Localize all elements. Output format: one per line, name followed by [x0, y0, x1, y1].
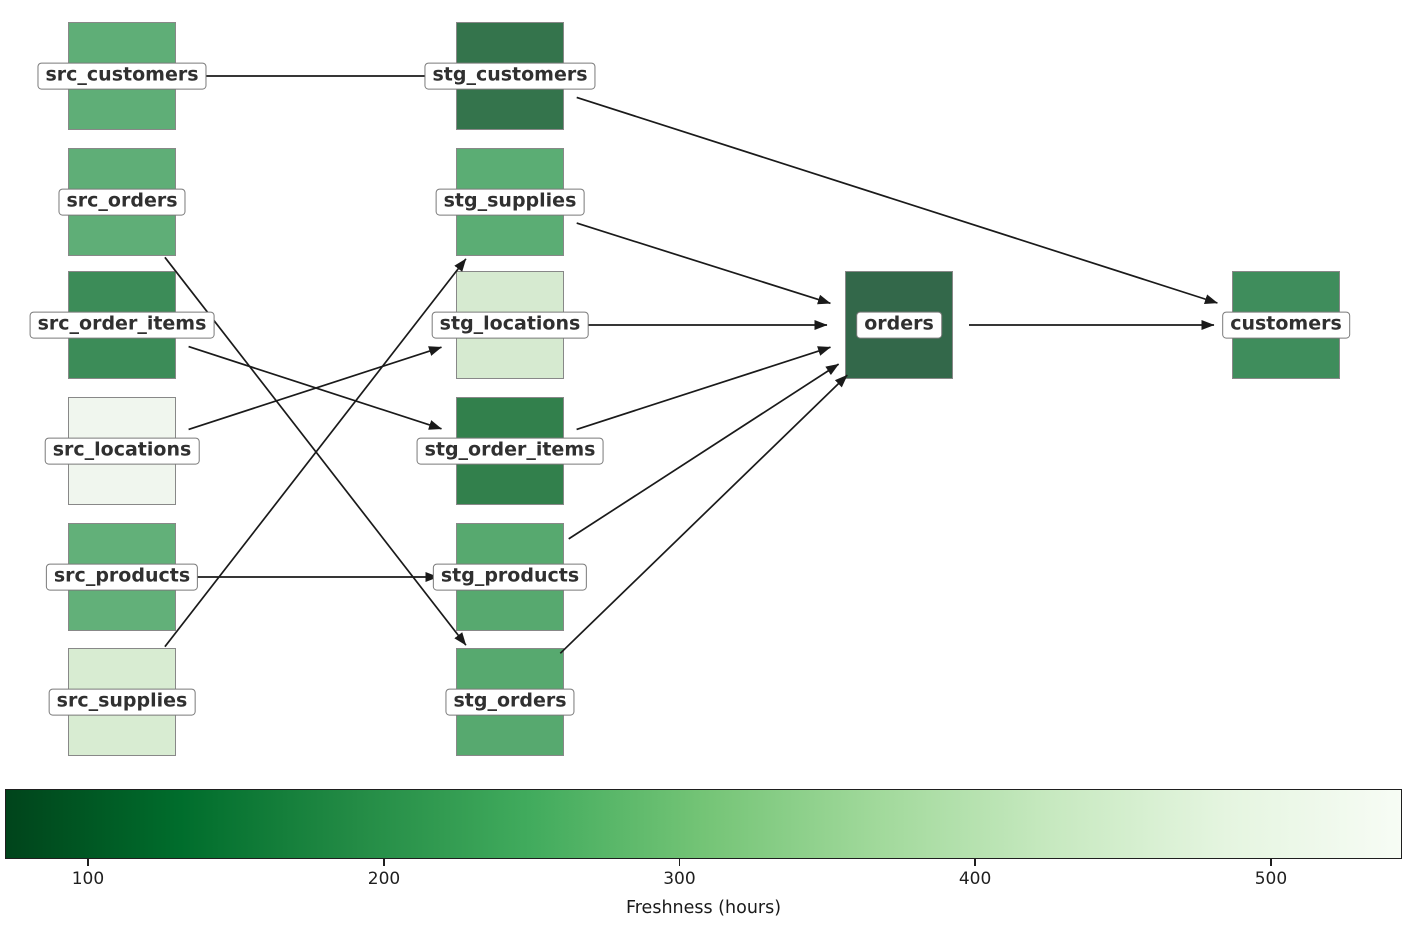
node-label-stg_supplies: stg_supplies [435, 188, 585, 216]
colorbar-tick-label-300: 300 [663, 869, 696, 889]
edge-src_supplies-to-stg_supplies [164, 258, 467, 648]
edge-stg_order_items-to-orders [576, 346, 831, 431]
node-label-stg_orders: stg_orders [445, 688, 575, 716]
node-label-src_supplies: src_supplies [48, 688, 196, 716]
node-label-customers: customers [1222, 311, 1350, 339]
node-label-stg_order_items: stg_order_items [416, 437, 604, 465]
node-label-orders: orders [856, 311, 942, 339]
colorbar-tick-300 [678, 859, 681, 866]
colorbar-tick-200 [383, 859, 385, 866]
colorbar-tick-100 [87, 859, 89, 866]
node-label-src_order_items: src_order_items [29, 311, 215, 339]
edge-stg_customers-to-customers [576, 96, 1218, 304]
node-label-src_orders: src_orders [58, 188, 186, 216]
edge-stg_products-to-orders [568, 363, 840, 540]
edge-src_locations-to-stg_locations [188, 346, 442, 431]
colorbar-gradient [5, 789, 1402, 859]
edge-stg_orders-to-orders [559, 374, 848, 654]
colorbar-axis-label: Freshness (hours) [625, 898, 782, 918]
node-label-stg_customers: stg_customers [424, 62, 596, 90]
node-label-stg_products: stg_products [432, 563, 588, 591]
node-label-stg_locations: stg_locations [431, 311, 589, 339]
node-label-src_locations: src_locations [44, 437, 200, 465]
colorbar-tick-label-100: 100 [71, 869, 105, 889]
node-label-src_customers: src_customers [37, 62, 207, 90]
colorbar-tick-label-500: 500 [1254, 869, 1288, 889]
edge-stg_supplies-to-orders [576, 222, 831, 305]
node-label-src_products: src_products [45, 563, 199, 591]
colorbar-tick-500 [1270, 859, 1272, 866]
edge-src_orders-to-stg_orders [164, 256, 467, 646]
colorbar-tick-label-200: 200 [367, 869, 401, 889]
colorbar-tick-400 [974, 859, 976, 866]
colorbar-tick-label-400: 400 [958, 869, 992, 889]
